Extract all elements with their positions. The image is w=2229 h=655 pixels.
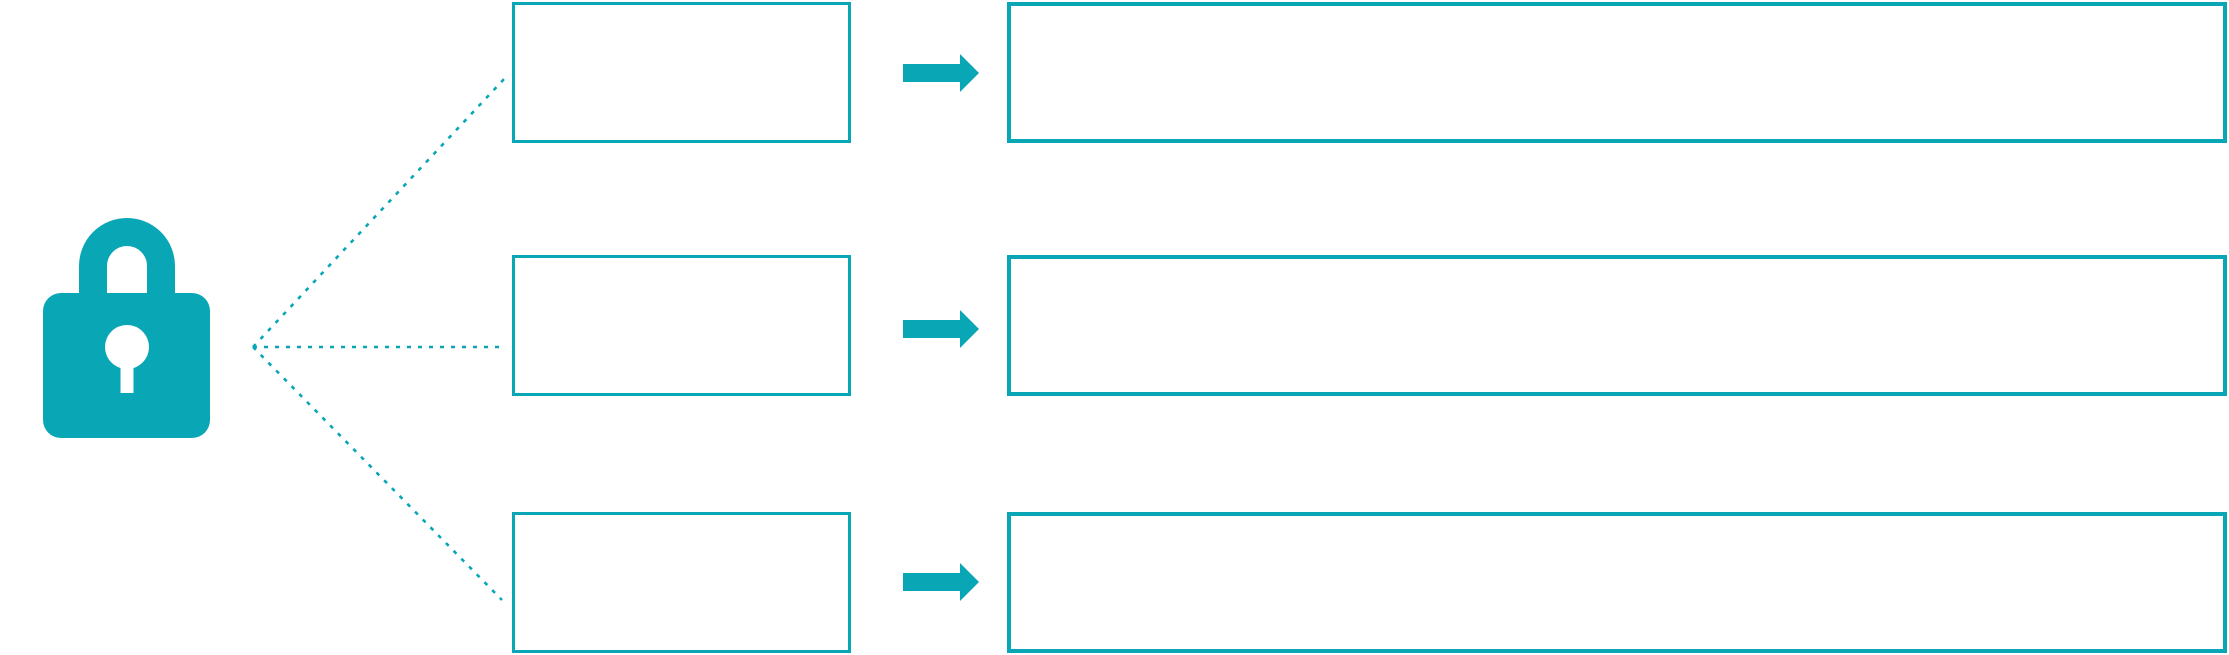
lock-keyhole-stem: [120, 347, 134, 393]
lock-keyhole-circle: [105, 325, 149, 369]
branch-box-middle: [512, 255, 851, 396]
lock-body: [43, 293, 210, 438]
arrow-right-icon-middle: [903, 310, 979, 348]
detail-box-middle: [1007, 255, 2227, 396]
lock-shackle: [79, 218, 175, 302]
lock-icon: [43, 218, 210, 438]
arrow-right-icon-bottom: [903, 563, 979, 601]
connector-line-bottom: [252, 346, 503, 601]
arrow-right-icon-top: [903, 54, 979, 92]
detail-box-top: [1007, 2, 2227, 143]
branch-box-top: [512, 2, 851, 143]
connector-line-top: [252, 77, 506, 348]
branch-box-bottom: [512, 512, 851, 653]
detail-box-bottom: [1007, 512, 2227, 653]
